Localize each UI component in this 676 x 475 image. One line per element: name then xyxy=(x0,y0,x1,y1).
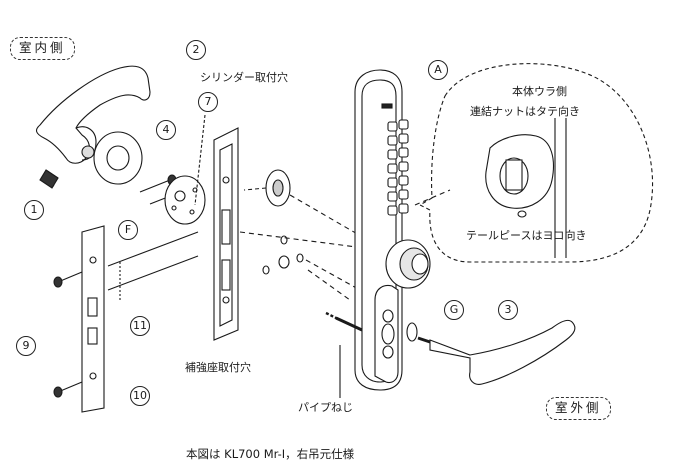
marker-2: 2 xyxy=(186,40,206,60)
marker-11: 11 xyxy=(130,316,150,336)
marker-9: 9 xyxy=(16,336,36,356)
marker-1: 1 xyxy=(24,200,44,220)
outdoor-lever xyxy=(406,319,576,385)
strike-screws xyxy=(53,271,83,398)
nut-direction-label: 連結ナットはタテ向き xyxy=(470,105,580,118)
cylinder-hole-label: シリンダー取付穴 xyxy=(200,71,288,84)
strike-plate xyxy=(81,225,105,413)
set-screw xyxy=(39,169,59,189)
mounting-plate xyxy=(164,114,206,225)
cylinder-ring xyxy=(243,169,291,207)
indoor-lever xyxy=(35,65,151,164)
marker-10: 10 xyxy=(130,386,150,406)
back-side-part xyxy=(485,118,567,258)
outdoor-side-label: 室外側 xyxy=(546,397,611,420)
reinforce-washers xyxy=(262,235,304,275)
indoor-side-label: 室内側 xyxy=(10,37,75,60)
tailpiece-direction-label: テールピースはヨコ向き xyxy=(466,229,587,242)
back-side-bubble xyxy=(418,63,654,263)
back-side-label: 本体ウラ側 xyxy=(512,85,567,98)
figure-caption: 本図は KL700 Mr-Ⅰ，右吊元仕様 xyxy=(186,447,355,461)
door-lock-body xyxy=(213,127,239,341)
keypad-buttons xyxy=(387,119,409,216)
keypad-knob xyxy=(385,239,431,289)
pipe-screw-label: パイプねじ xyxy=(298,401,353,414)
marker-7: 7 xyxy=(198,92,218,112)
lever-escutcheon xyxy=(374,284,399,384)
marker-F: F xyxy=(118,220,138,240)
marker-4: 4 xyxy=(156,120,176,140)
connecting-rods xyxy=(107,231,199,300)
marker-G: G xyxy=(444,300,464,320)
marker-A: A xyxy=(428,60,448,80)
reinforce-hole-label: 補強座取付穴 xyxy=(185,361,251,374)
marker-3: 3 xyxy=(498,300,518,320)
indoor-rosette xyxy=(93,131,143,185)
pipe-screw xyxy=(325,311,363,398)
